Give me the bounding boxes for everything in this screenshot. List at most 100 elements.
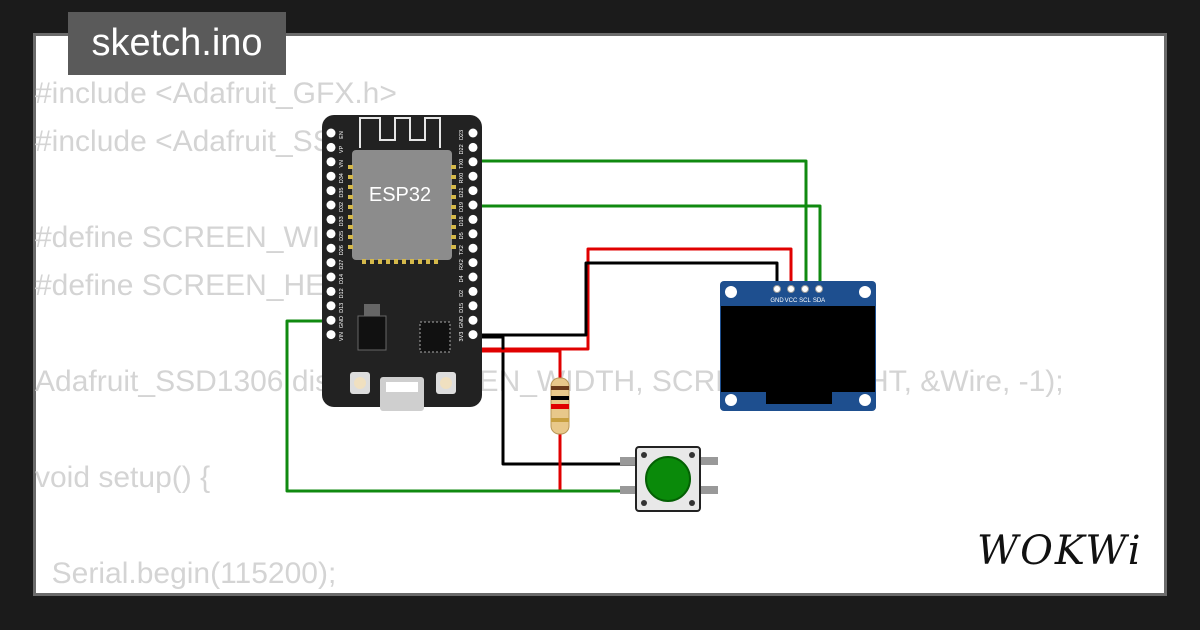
header-pin[interactable]	[326, 200, 336, 210]
wire-gnd-button-black[interactable]	[472, 335, 640, 466]
header-pin[interactable]	[326, 186, 336, 196]
wire-sda-green[interactable]	[472, 159, 808, 288]
pin-label: GND	[459, 316, 465, 328]
wire-gnd-black[interactable]	[472, 261, 779, 337]
push-button[interactable]	[620, 446, 718, 512]
oled-pin[interactable]	[787, 285, 795, 293]
wokwi-logo: WOKWi	[977, 528, 1143, 574]
header-pin[interactable]	[468, 128, 478, 138]
oled-screen	[721, 306, 875, 392]
header-pin[interactable]	[326, 157, 336, 167]
header-pin[interactable]	[468, 157, 478, 167]
pin-label: D15	[459, 303, 465, 313]
pin-label: D18	[459, 216, 465, 226]
pin-label: VP	[339, 145, 345, 153]
pin-label: D13	[339, 303, 345, 313]
header-pin[interactable]	[468, 214, 478, 224]
oled-pin-label: SCL	[799, 298, 811, 304]
pin-label: D26	[339, 245, 345, 255]
oled-pin[interactable]	[773, 285, 781, 293]
header-pin[interactable]	[326, 258, 336, 268]
code-line: void setup() {	[35, 461, 211, 494]
header-pin[interactable]	[468, 286, 478, 296]
header-pin[interactable]	[326, 301, 336, 311]
usb-chip	[419, 321, 451, 353]
header-pin[interactable]	[326, 229, 336, 239]
wire-scl-green[interactable]	[472, 204, 822, 288]
header-pin[interactable]	[326, 128, 336, 138]
esp32-label: ESP32	[369, 184, 431, 206]
brand-logo-text: WOKWi	[977, 528, 1143, 574]
header-pin[interactable]	[468, 301, 478, 311]
pin-label: TX0	[459, 159, 465, 169]
pin-label: D25	[339, 231, 345, 241]
header-pin[interactable]	[326, 214, 336, 224]
wires	[285, 159, 822, 493]
pin-label: D14	[339, 274, 345, 284]
header-pin[interactable]	[468, 243, 478, 253]
pin-label: RX0	[459, 173, 465, 184]
file-title: sketch.ino	[91, 22, 263, 64]
pin-label: D34	[339, 173, 345, 183]
header-pin[interactable]	[326, 286, 336, 296]
pin-label: D23	[459, 130, 465, 140]
header-pin[interactable]	[468, 258, 478, 268]
header-pin[interactable]	[468, 171, 478, 181]
code-line: Serial.begin(115200);	[35, 557, 337, 590]
pin-label: D21	[459, 188, 465, 198]
header-pin[interactable]	[326, 330, 336, 340]
oled-pin-label: VCC	[785, 298, 798, 304]
voltage-regulator	[357, 315, 387, 351]
header-pin[interactable]	[468, 315, 478, 325]
pin-label: D4	[459, 275, 465, 282]
header-pin[interactable]	[468, 142, 478, 152]
pin-label: TX2	[459, 245, 465, 255]
oled-pin[interactable]	[801, 285, 809, 293]
header-pin[interactable]	[326, 272, 336, 282]
pin-label: D5	[459, 232, 465, 239]
header-pin[interactable]	[326, 243, 336, 253]
oled-pin-label: GND	[770, 298, 784, 304]
resistor[interactable]	[550, 377, 570, 435]
button-cap[interactable]	[645, 456, 691, 502]
pin-label: D33	[339, 216, 345, 226]
esp32-module	[352, 150, 452, 260]
header-pin[interactable]	[326, 171, 336, 181]
wire-vcc-red[interactable]	[472, 247, 793, 351]
oled-pin[interactable]	[815, 285, 823, 293]
code-line: #include <Adafruit_GFX.h>	[35, 77, 397, 110]
pin-label: EN	[339, 131, 345, 139]
pin-label: D12	[339, 288, 345, 298]
pin-label: D35	[339, 188, 345, 198]
pin-label: VIN	[339, 332, 345, 341]
pin-label: D19	[459, 202, 465, 212]
pin-label: GND	[339, 316, 345, 328]
wire-button-green[interactable]	[285, 319, 640, 493]
header-pin[interactable]	[468, 186, 478, 196]
header-pin[interactable]	[468, 200, 478, 210]
header-pin[interactable]	[468, 330, 478, 340]
right-header-pins	[468, 128, 478, 340]
pin-label: D32	[339, 202, 345, 212]
file-title-tab[interactable]: sketch.ino	[68, 12, 286, 75]
header-pin[interactable]	[326, 142, 336, 152]
module-pads	[348, 165, 456, 264]
esp32-board[interactable]: ESP32 ENVPVND34D35D32D33D25D26D27D14D12D…	[322, 115, 482, 411]
pin-label: D2	[459, 290, 465, 297]
pin-label: VN	[339, 160, 345, 168]
pin-label: D22	[459, 144, 465, 154]
left-header-pins	[326, 128, 336, 340]
oled-pin-label: SDA	[813, 298, 825, 304]
pin-label: D27	[339, 260, 345, 270]
header-pin[interactable]	[326, 315, 336, 325]
header-pin[interactable]	[468, 272, 478, 282]
canvas-card	[33, 33, 1167, 596]
header-pin[interactable]	[468, 229, 478, 239]
pin-label: 3V3	[459, 332, 465, 342]
pin-label: RX2	[459, 259, 465, 270]
